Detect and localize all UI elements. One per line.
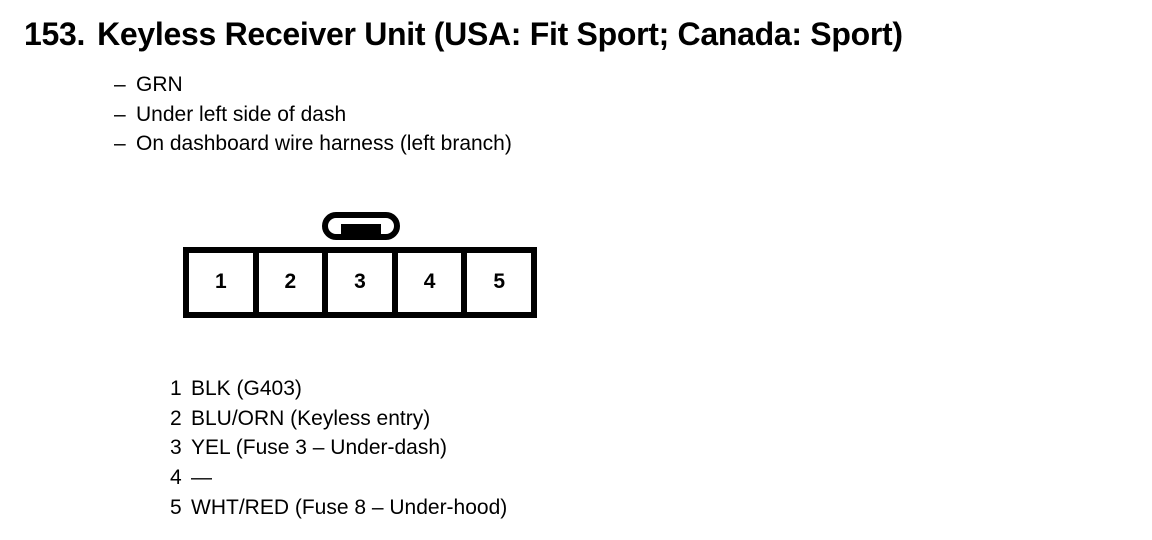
connector-cavity: 1 xyxy=(189,253,259,312)
cavity-number: 1 xyxy=(214,270,227,293)
connector-cavity: 3 xyxy=(328,253,398,312)
pin-legend-row: 4— xyxy=(170,463,507,493)
bullet-dash-icon: – xyxy=(114,102,126,126)
pin-legend-row: 2 BLU/ORN (Keyless entry) xyxy=(170,404,507,434)
pin-number: 4 xyxy=(170,466,182,490)
pin-legend-row: 1 BLK (G403) xyxy=(170,374,507,404)
description-line: –On dashboard wire harness (left branch) xyxy=(114,129,512,159)
latch-foot xyxy=(330,240,392,248)
connector-cavity: 4 xyxy=(397,253,468,312)
pin-number: 2 xyxy=(170,406,182,430)
pin-number: 3 xyxy=(170,436,182,460)
page-title-number: 153. xyxy=(24,16,86,52)
connector-cavity: 2 xyxy=(258,253,329,312)
cavity-number: 2 xyxy=(284,270,297,293)
cavity-number: 5 xyxy=(493,270,506,293)
cavity-number: 4 xyxy=(423,270,436,293)
pin-label: — xyxy=(191,466,212,490)
connector-latch-icon xyxy=(322,212,400,248)
connector-diagram: 1 2 3 4 5 xyxy=(183,212,543,324)
pin-number: 1 xyxy=(170,377,182,400)
bullet-dash-icon: – xyxy=(114,73,126,96)
pin-label: BLK (G403) xyxy=(191,377,302,400)
connector-cavity: 5 xyxy=(467,253,531,312)
pin-legend-row: 3 YEL (Fuse 3 – Under-dash) xyxy=(170,433,507,463)
description-list: –GRN –Under left side of dash –On dashbo… xyxy=(114,70,512,159)
description-line-text: GRN xyxy=(136,73,183,96)
pin-legend: 1 BLK (G403) 2 BLU/ORN (Keyless entry) 3 YE… xyxy=(170,374,507,523)
cavity-number: 3 xyxy=(354,270,366,293)
page-title: 153. Keyless Receiver Unit (USA: Fit Spor… xyxy=(24,18,903,50)
description-line: –GRN xyxy=(114,70,512,100)
description-line: –Under left side of dash xyxy=(114,100,512,130)
description-line-text: On dashboard wire harness (left branch) xyxy=(136,132,512,155)
pin-number: 5 xyxy=(170,495,182,519)
page-title-text: Keyless Receiver Unit (USA: Fit Sport; C… xyxy=(97,16,903,52)
pin-label: WHT/RED (Fuse 8 – Under-hood) xyxy=(191,495,508,519)
bullet-dash-icon: – xyxy=(114,132,126,155)
description-line-text: Under left side of dash xyxy=(136,102,347,126)
pin-label: YEL (Fuse 3 – Under-dash) xyxy=(191,436,448,460)
pin-legend-row: 5 WHT/RED (Fuse 8 – Under-hood) xyxy=(170,493,507,523)
pin-label: BLU/ORN (Keyless entry) xyxy=(191,406,431,430)
connector-body: 1 2 3 4 5 xyxy=(183,247,537,318)
